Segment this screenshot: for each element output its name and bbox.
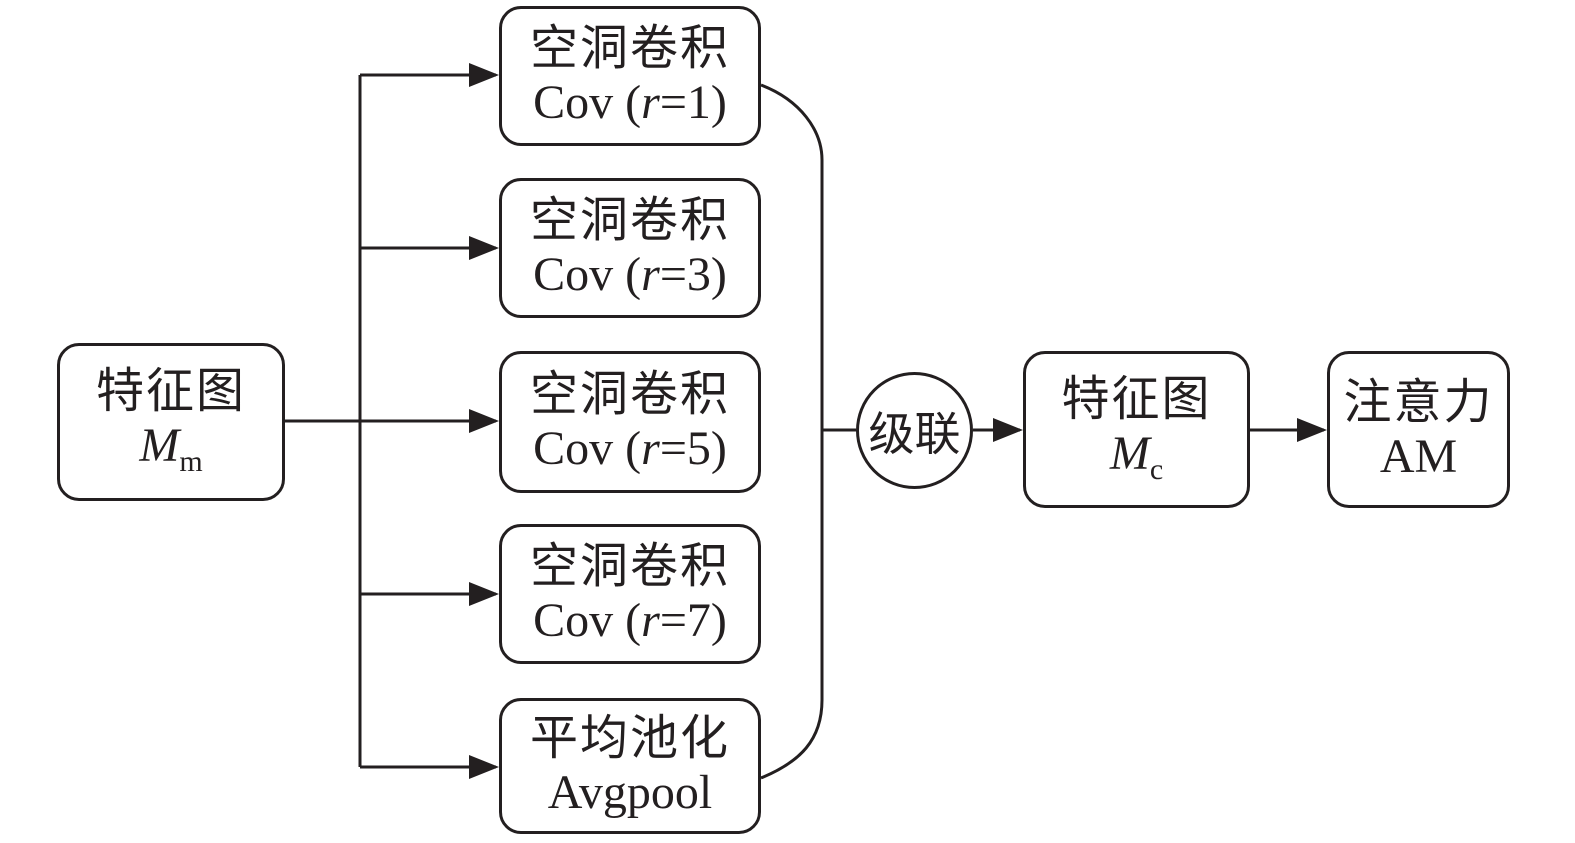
avgpool-title: 平均池化 [529,710,730,767]
dilation-rate-var: r [641,76,660,129]
concat-label: 级联 [868,406,961,461]
dilated-conv-title: 空洞卷积 [529,538,730,595]
input-feature-map-var: M [139,419,180,473]
output-feature-map-sub: c [1149,452,1164,486]
dilation-rate-var: r [641,594,660,647]
dilation-rate-var: r [641,248,660,301]
dilated-conv-prefix: Cov ( [533,248,642,301]
dilated-conv-suffix: =1) [659,76,727,129]
dilated-conv-suffix: =7) [659,594,727,647]
attention-node: 注意力 AM [1327,351,1510,508]
dilated-conv-prefix: Cov ( [533,594,642,647]
dilated-conv-node-r7: 空洞卷积 Cov (r=7) [499,524,761,664]
dilated-conv-title: 空洞卷积 [529,192,730,249]
dilated-conv-prefix: Cov ( [533,76,642,129]
dilation-rate-var: r [641,422,660,475]
input-feature-map-sub: m [179,445,203,479]
output-feature-map-title: 特征图 [1061,370,1212,427]
input-feature-map-title: 特征图 [95,363,246,420]
dilated-conv-node-r1: 空洞卷积 Cov (r=1) [499,6,761,146]
output-feature-map-node: 特征图 Mc [1023,351,1250,508]
dilated-conv-node-r3: 空洞卷积 Cov (r=3) [499,178,761,318]
dilated-conv-suffix: =3) [659,248,727,301]
attention-title: 注意力 [1343,373,1494,430]
output-feature-map-var: M [1109,426,1150,480]
concat-node: 级联 [856,372,973,489]
attention-label: AM [1379,429,1458,483]
dilated-conv-prefix: Cov ( [533,422,642,475]
avgpool-node: 平均池化 Avgpool [499,698,761,834]
dilated-conv-suffix: =5) [659,422,727,475]
dilated-conv-title: 空洞卷积 [529,366,730,423]
avgpool-label: Avgpool [547,766,713,819]
dilated-conv-title: 空洞卷积 [529,20,730,77]
input-feature-map-node: 特征图 Mm [57,343,285,501]
dilated-conv-node-r5: 空洞卷积 Cov (r=5) [499,351,761,493]
merge-bracket [760,83,824,780]
